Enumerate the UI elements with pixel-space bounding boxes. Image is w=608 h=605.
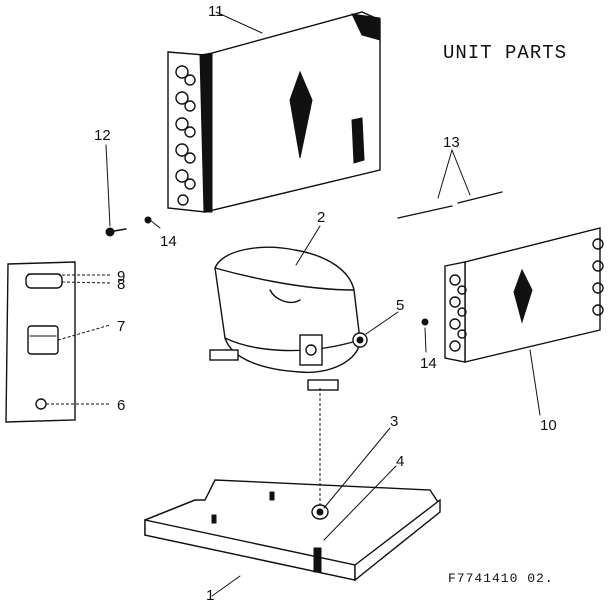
tubes-drawing <box>397 191 503 219</box>
condenser-drawing <box>167 11 381 213</box>
callout-label: 14 <box>160 233 177 250</box>
clamp-drawing-right <box>421 318 429 326</box>
compressor-drawing <box>209 246 361 391</box>
callout-label: 10 <box>540 417 557 434</box>
callout-label: 5 <box>396 297 404 314</box>
leader-lines <box>46 11 541 597</box>
diagram-title: UNIT PARTS <box>443 42 567 64</box>
callout-labels: 11 12 14 13 2 5 14 10 9 8 8 7 6 3 4 1 <box>94 3 557 604</box>
callout-label: 3 <box>390 413 398 430</box>
callout-label: 1 <box>206 587 214 604</box>
terminal-cover-drawing <box>5 261 76 423</box>
callout-label: 14 <box>420 355 437 372</box>
callout-label: 11 <box>208 3 224 20</box>
clamp-drawing-top <box>144 216 152 224</box>
callout-label: 6 <box>117 397 125 414</box>
callout-label: 7 <box>117 318 125 335</box>
callout-label: 9 <box>117 268 125 285</box>
screw-drawing <box>105 227 127 237</box>
callout-label: 4 <box>396 453 404 470</box>
base-drawing <box>144 479 441 582</box>
grommet-drawing <box>311 504 329 520</box>
mounting-bolt-drawing <box>313 547 322 573</box>
evaporator-drawing <box>444 227 604 363</box>
callout-label: 13 <box>443 134 460 151</box>
callout-label: 2 <box>317 209 325 226</box>
callout-label: 8 <box>117 276 125 293</box>
callout-label: 12 <box>94 127 111 144</box>
figure-code: F7741410 02. <box>448 571 554 586</box>
nut-drawing <box>352 332 368 348</box>
